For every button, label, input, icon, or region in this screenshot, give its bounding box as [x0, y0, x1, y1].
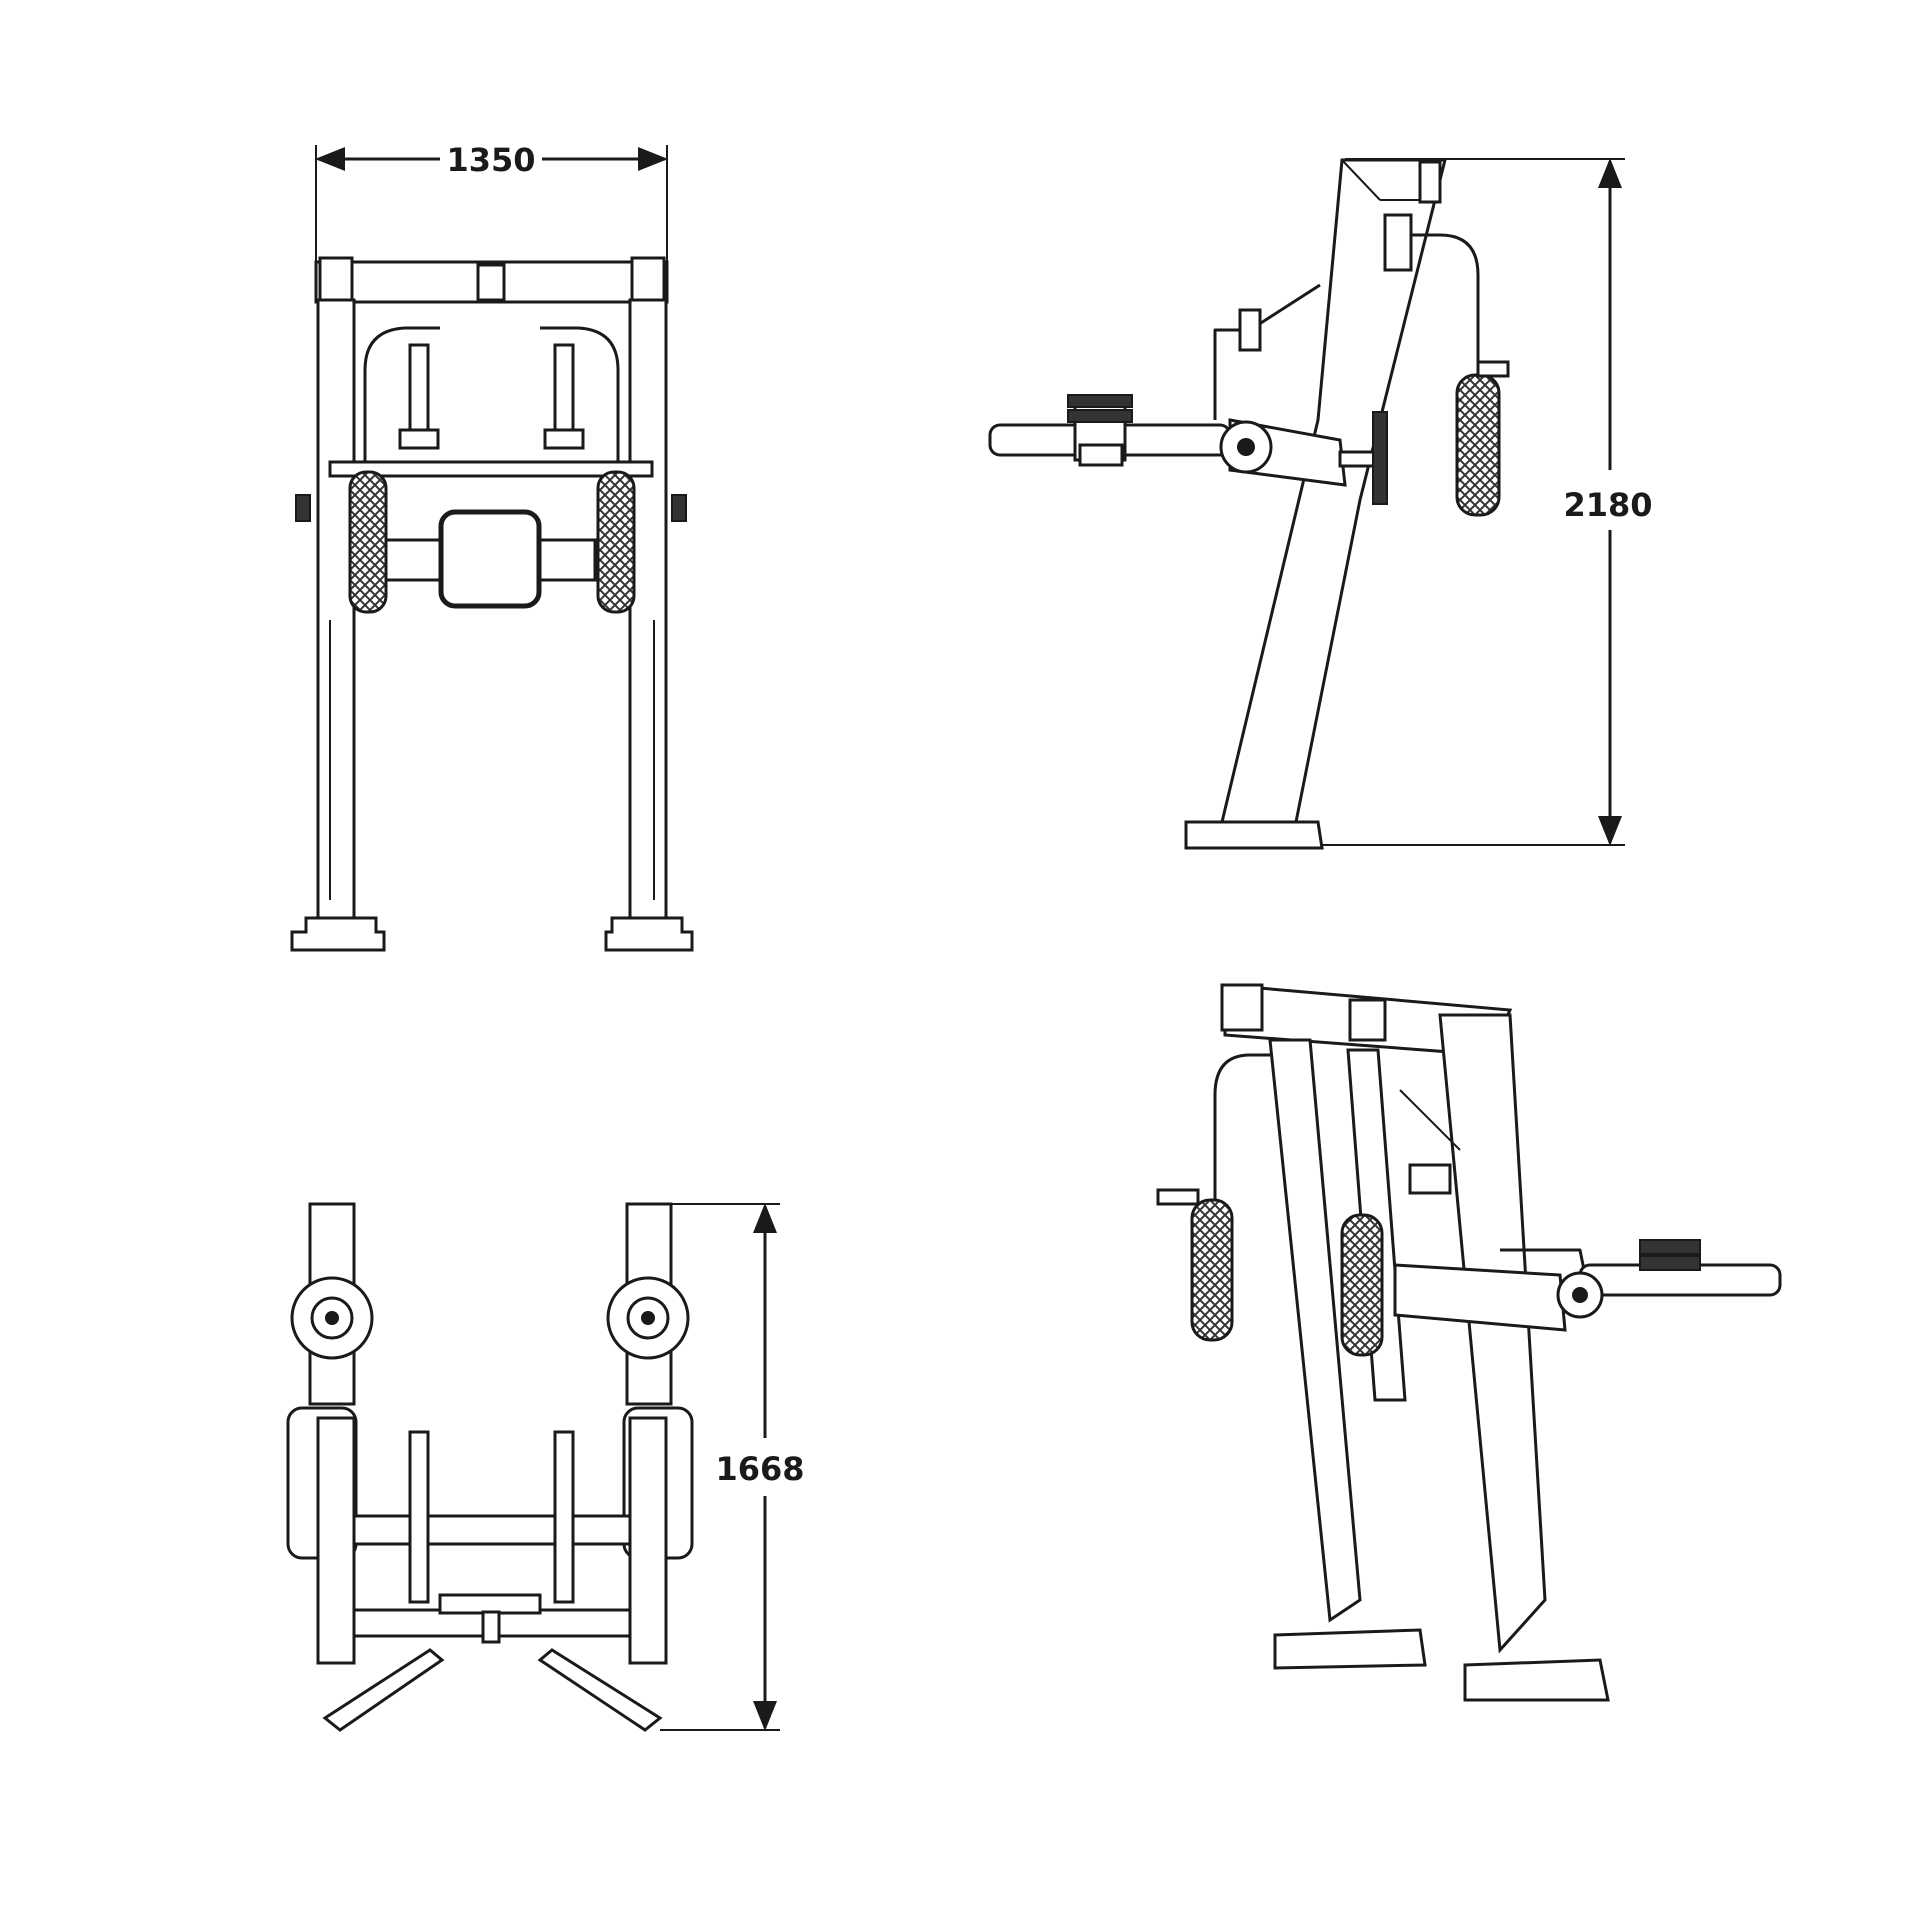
- right-handle-arm: [540, 326, 620, 470]
- front-view: 1350: [290, 141, 694, 952]
- back-pad: [439, 510, 541, 608]
- top-cap-right: [630, 256, 666, 308]
- perspective-grip-left: [1190, 1198, 1234, 1342]
- left-upright: [316, 298, 356, 920]
- right-foot: [604, 916, 694, 952]
- left-post-top: [316, 1416, 356, 1665]
- side-grip: [1455, 373, 1501, 517]
- left-foot: [290, 916, 386, 952]
- right-hinge: [553, 343, 575, 442]
- pedal-rod: [1338, 450, 1378, 468]
- side-grip-knob: [1476, 360, 1510, 378]
- left-hinge: [408, 343, 430, 442]
- left-hinge-base: [398, 428, 440, 450]
- side-view: 2180: [988, 158, 1653, 850]
- weight-plate-top: [1067, 394, 1133, 408]
- top-view: 1668: [286, 1202, 805, 1732]
- right-pedal-arm: [537, 1648, 663, 1732]
- front-post: [1268, 1038, 1362, 1623]
- width-dimension-label: 1350: [446, 141, 535, 179]
- top-frame-bar: [352, 1514, 632, 1546]
- perspective-grip-knob: [1156, 1188, 1200, 1206]
- left-knob: [295, 494, 311, 522]
- left-pedal-arm: [322, 1648, 445, 1732]
- perspective-foot-right: [1463, 1658, 1610, 1702]
- right-upright: [628, 298, 668, 920]
- right-knob: [671, 494, 687, 522]
- perspective-handle-arm: [1213, 1053, 1270, 1205]
- left-grip: [348, 470, 388, 614]
- side-pivot: [1383, 213, 1413, 272]
- rear-post: [1438, 1013, 1547, 1654]
- depth-dimension-label: 1668: [715, 1450, 804, 1488]
- beam-cap-left: [1220, 983, 1264, 1032]
- side-handle-arm: [1400, 233, 1480, 380]
- right-post-top: [628, 1416, 668, 1665]
- perspective-crossbar: [1393, 1263, 1567, 1332]
- mid-bar: [328, 460, 654, 478]
- pedal-plate: [1372, 411, 1388, 505]
- perspective-grip-center: [1340, 1213, 1384, 1357]
- left-linkage: [408, 1430, 430, 1604]
- perspective-foot-left: [1273, 1628, 1427, 1670]
- right-linkage: [553, 1430, 575, 1604]
- lever-arm: [1213, 283, 1321, 420]
- right-hinge-base: [543, 428, 585, 450]
- weight-plate-middle: [1067, 409, 1133, 423]
- beam-cap-mid: [1348, 998, 1387, 1042]
- top-bracket: [1418, 160, 1442, 204]
- height-dimension-label: 2180: [1563, 486, 1652, 524]
- side-foot: [1184, 820, 1324, 850]
- lever-clamp: [1238, 308, 1262, 352]
- perspective-weight-plate-bottom: [1639, 1255, 1701, 1271]
- center-joint: [481, 1610, 501, 1644]
- seat-plate: [438, 1593, 542, 1615]
- right-grip: [596, 470, 636, 614]
- perspective-view: [1156, 983, 1782, 1702]
- left-handle-arm: [363, 326, 440, 470]
- perspective-weight-plate-top: [1639, 1239, 1701, 1255]
- perspective-clamp: [1408, 1163, 1452, 1195]
- center-bracket: [476, 263, 506, 302]
